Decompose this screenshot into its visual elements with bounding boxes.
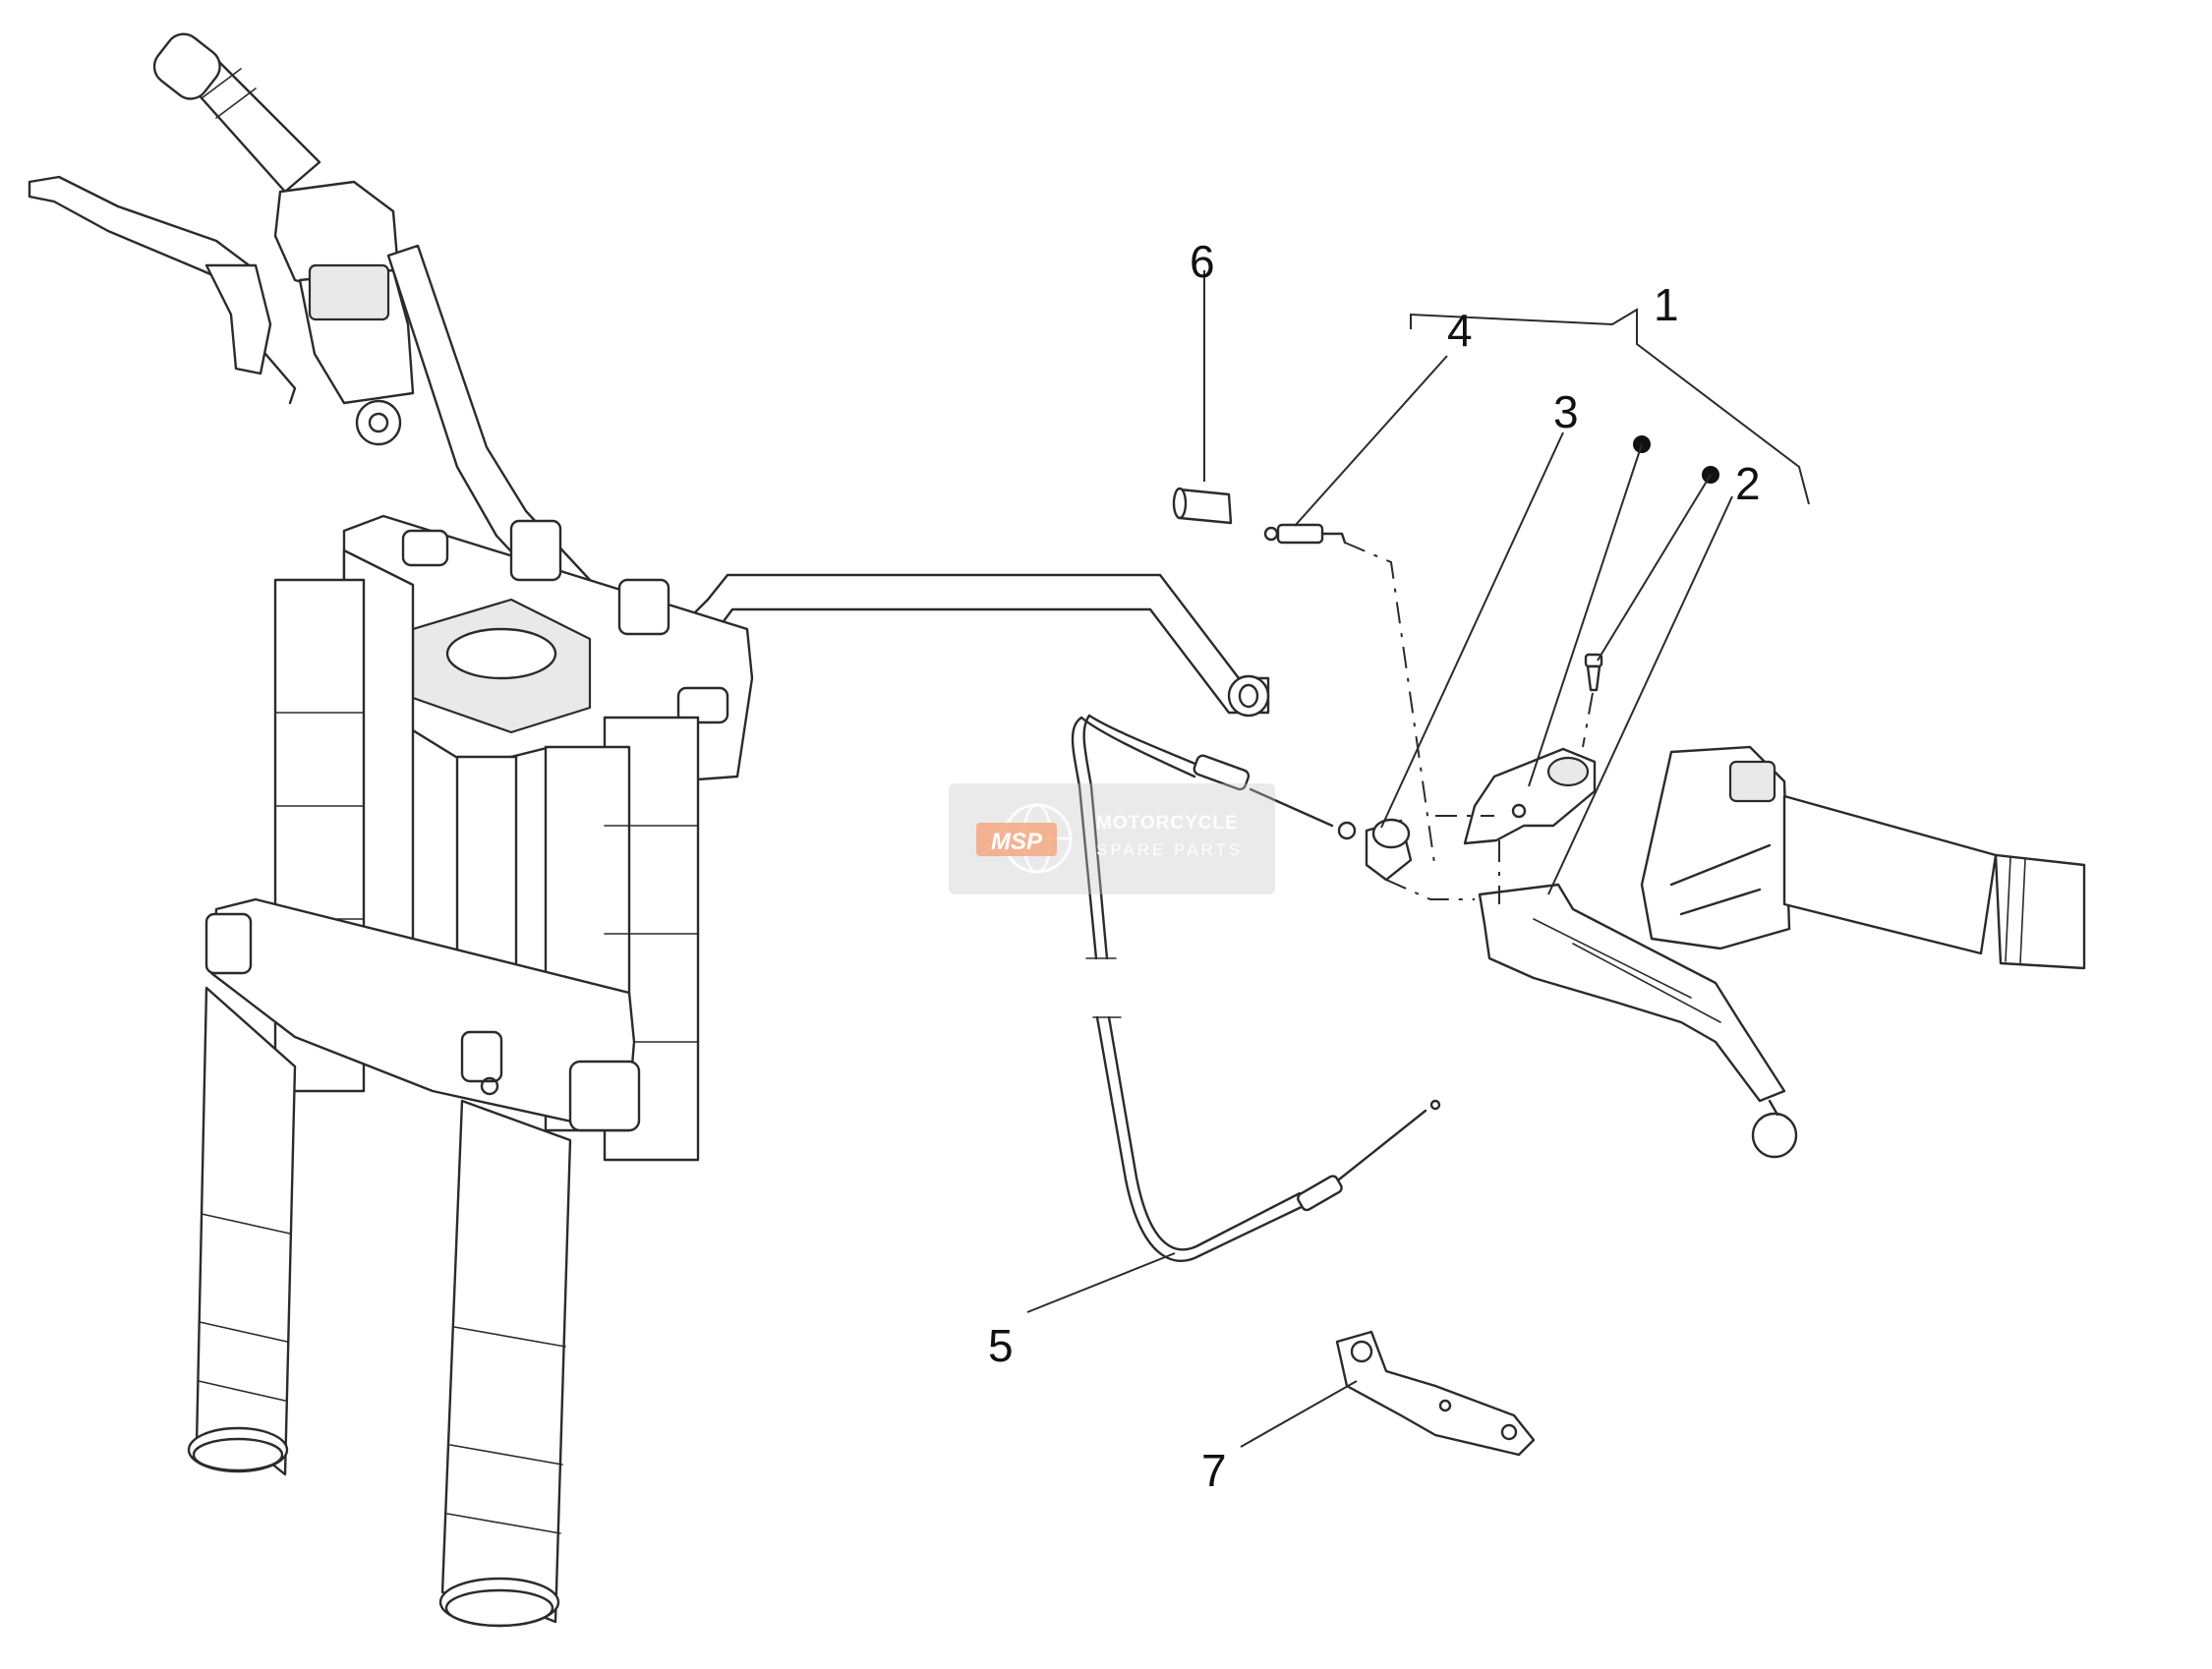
part-7-bracket xyxy=(1335,1330,1536,1457)
right-switch-housing-and-grip xyxy=(1640,745,2086,970)
fork-assembly xyxy=(187,514,754,1628)
callout-6: 6 xyxy=(1190,236,1215,287)
part-5-cable xyxy=(1071,714,1441,1262)
watermark-line2: SPARE PARTS xyxy=(1096,840,1244,859)
callout-2: 2 xyxy=(1735,458,1761,509)
assembly-dash-lines xyxy=(1344,542,1594,904)
callout-leaders xyxy=(1026,270,1810,1448)
callout-7: 7 xyxy=(1201,1445,1227,1496)
watermark-logo: MSP MOTORCYCLE SPARE PARTS xyxy=(949,783,1275,894)
watermark-badge-text: MSP xyxy=(991,829,1043,855)
callout-3: 3 xyxy=(1553,386,1579,437)
callout-5: 5 xyxy=(988,1320,1014,1371)
part-3-adjuster xyxy=(1365,818,1413,882)
watermark-line1: MOTORCYCLE xyxy=(1096,813,1239,834)
clutch-lever-assembly xyxy=(1463,747,1798,1159)
part-4-switch xyxy=(1263,523,1347,545)
part-2-screw xyxy=(1584,653,1603,692)
callout-1: 1 xyxy=(1654,279,1679,330)
left-grip-and-brake-assembly xyxy=(28,32,415,446)
callout-4: 4 xyxy=(1447,305,1473,356)
callout-labels: 1 2 3 4 5 6 7 xyxy=(988,236,1761,1496)
part-6-cap xyxy=(1172,487,1233,525)
globe-icon: MSP xyxy=(976,803,1073,874)
